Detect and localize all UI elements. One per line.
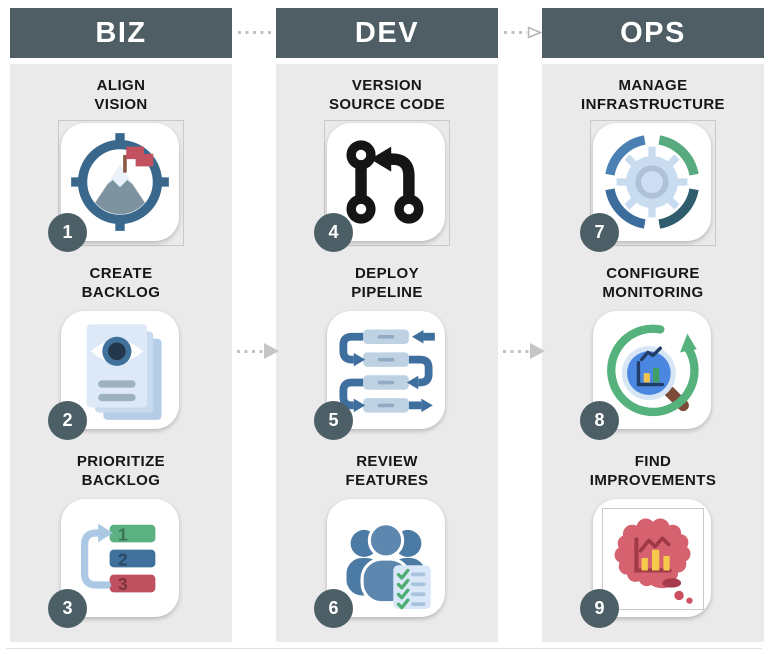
manage-infrastructure-card (593, 123, 711, 241)
create-backlog-card (61, 311, 179, 429)
git-pull-request-icon (346, 140, 424, 224)
step-number-badge: 3 (48, 589, 87, 628)
title-line1: FIND (634, 453, 672, 470)
step-configure-monitoring: CONFIGURE MONITORING (542, 264, 764, 440)
title-line2: INFRASTRUCTURE (581, 96, 725, 113)
icon-bounding-frame (602, 508, 704, 610)
step-title: ALIGN VISION (10, 76, 232, 114)
step-number-badge: 9 (580, 589, 619, 628)
step-title: CONFIGURE MONITORING (542, 264, 764, 302)
dev-column: DEV VERSION SOURCE CODE (276, 8, 498, 642)
title-line2: BACKLOG (81, 284, 161, 301)
title-line1: CONFIGURE (606, 265, 700, 282)
title-line1: MANAGE (618, 77, 688, 94)
title-line2: MONITORING (602, 284, 704, 301)
step-title: DEPLOY PIPELINE (276, 264, 498, 302)
title-line1: PRIORITIZE (76, 453, 166, 470)
step-number-badge: 4 (314, 213, 353, 252)
step-number-badge: 2 (48, 401, 87, 440)
icon-bounding-frame (58, 120, 184, 246)
ops-header-label: OPS (620, 16, 686, 49)
step-find-improvements: FIND IMPROVEMENTS (542, 452, 764, 628)
ops-header: OPS (542, 8, 764, 58)
step-review-features: REVIEW FEATURES (276, 452, 498, 628)
step-version-source-code: VERSION SOURCE CODE 4 (276, 76, 498, 252)
open-arrowhead-dev-ops-icon (527, 26, 542, 39)
gear-cycle-icon (605, 135, 699, 229)
prioritize-backlog-icon: 1 2 3 (81, 523, 156, 594)
review-features-icon (346, 522, 431, 610)
dev-header-label: DEV (354, 16, 420, 49)
step-title: CREATE BACKLOG (10, 264, 232, 302)
step-align-vision: ALIGN VISION (10, 76, 232, 252)
flow-dots-dev-ops-mid (503, 350, 530, 353)
step-title: PRIORITIZE BACKLOG (10, 452, 232, 490)
title-line1: VERSION (351, 77, 423, 94)
step-manage-infrastructure: MANAGE INFRASTRUCTURE (542, 76, 764, 252)
biz-header-label: BIZ (95, 16, 147, 49)
step-number-badge: 8 (580, 401, 619, 440)
ops-column: OPS MANAGE INFRASTRUCTURE (542, 8, 764, 642)
title-line2: SOURCE CODE (328, 96, 446, 113)
title-line1: REVIEW (356, 453, 418, 470)
priority-label-2: 2 (118, 549, 128, 569)
biz-header: BIZ (10, 8, 232, 58)
step-prioritize-backlog: PRIORITIZE BACKLOG 1 2 3 3 (10, 452, 232, 628)
step-title: VERSION SOURCE CODE (276, 76, 498, 114)
brain-analytics-icon (614, 518, 693, 604)
flow-dots-dev-ops-header (504, 31, 527, 34)
ops-column-body: MANAGE INFRASTRUCTURE (542, 64, 764, 642)
icon-bounding-frame (590, 120, 716, 246)
flow-dots-biz-dev-mid (237, 350, 264, 353)
step-create-backlog: CREATE BACKLOG 2 (10, 264, 232, 440)
title-line2: VISION (94, 96, 148, 113)
monitoring-magnifier-icon (607, 324, 699, 417)
step-number-badge: 1 (48, 213, 87, 252)
bottom-divider (6, 648, 762, 654)
title-line1: ALIGN (96, 77, 146, 94)
title-line1: CREATE (89, 265, 153, 282)
step-number-badge: 6 (314, 589, 353, 628)
filled-arrowhead-dev-ops-icon (530, 343, 545, 359)
title-line2: FEATURES (345, 472, 429, 489)
align-vision-icon (71, 133, 169, 231)
deploy-pipeline-icon (339, 329, 435, 413)
title-line2: PIPELINE (351, 284, 423, 301)
step-title: MANAGE INFRASTRUCTURE (542, 76, 764, 114)
dev-header: DEV (276, 8, 498, 58)
step-number-badge: 7 (580, 213, 619, 252)
dev-column-body: VERSION SOURCE CODE 4 (276, 64, 498, 642)
filled-arrowhead-biz-dev-icon (264, 343, 279, 359)
step-number-badge: 5 (314, 401, 353, 440)
title-line2: IMPROVEMENTS (589, 472, 717, 489)
biz-column-body: ALIGN VISION (10, 64, 232, 642)
biz-column: BIZ ALIGN VISION (10, 8, 232, 642)
priority-label-3: 3 (118, 574, 128, 594)
title-line1: DEPLOY (354, 265, 420, 282)
step-title: FIND IMPROVEMENTS (542, 452, 764, 490)
priority-label-1: 1 (118, 524, 128, 544)
step-title: REVIEW FEATURES (276, 452, 498, 490)
icon-bounding-frame (324, 120, 450, 246)
flow-dots-biz-dev-header (238, 31, 274, 34)
create-backlog-icon (86, 324, 162, 420)
deploy-pipeline-card (327, 311, 445, 429)
step-deploy-pipeline: DEPLOY PIPELINE (276, 264, 498, 440)
title-line2: BACKLOG (81, 472, 161, 489)
